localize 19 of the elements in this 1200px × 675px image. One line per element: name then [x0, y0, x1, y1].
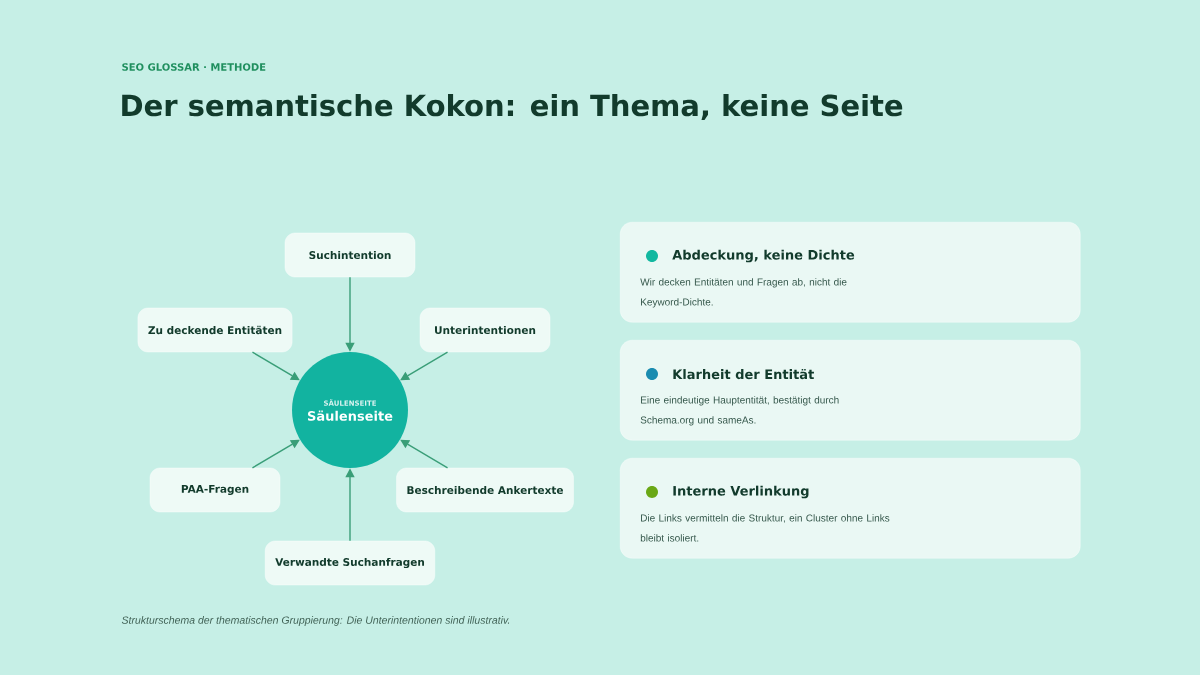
card-heading: Interne Verlinkung	[673, 485, 809, 499]
card-text: Die Links vermitteln die Struktur, ein Cluster ohne Links bleibt isoliert.	[640, 514, 890, 542]
arrow	[251, 351, 300, 381]
arrow	[251, 439, 300, 469]
card-text: Wir decken Entitäten und Fragen ab, nicht die Keyword-Dichte.	[640, 278, 847, 308]
topic-box: Zu deckende Entitäten	[137, 307, 293, 353]
topic-box: Verwandte Suchanfragen	[264, 540, 436, 586]
card-heading: Klarheit der Entität	[673, 368, 814, 380]
arrow	[400, 351, 449, 381]
eyebrow-text: SEO GLOSSAR · METHODE	[122, 63, 266, 71]
topic-box: Unterintentionen	[419, 307, 551, 353]
topic-box: PAA-Fragen	[149, 467, 281, 513]
arrow	[400, 439, 449, 469]
topic-box: Beschreibende Ankertexte	[396, 467, 574, 513]
topic-box: Suchintention	[284, 232, 416, 278]
caption: Strukturschema der thematischen Gruppierung: Die Unterintentionen sind illustrativ.	[121, 616, 510, 626]
title: Der semantische Kokon: ein Thema, keine Seite	[122, 93, 903, 121]
card-text: Eine eindeutige Hauptentität, bestätigt durch Schema.org und sameAs.	[640, 396, 839, 426]
card-heading: Abdeckung, keine Dichte	[672, 249, 855, 263]
